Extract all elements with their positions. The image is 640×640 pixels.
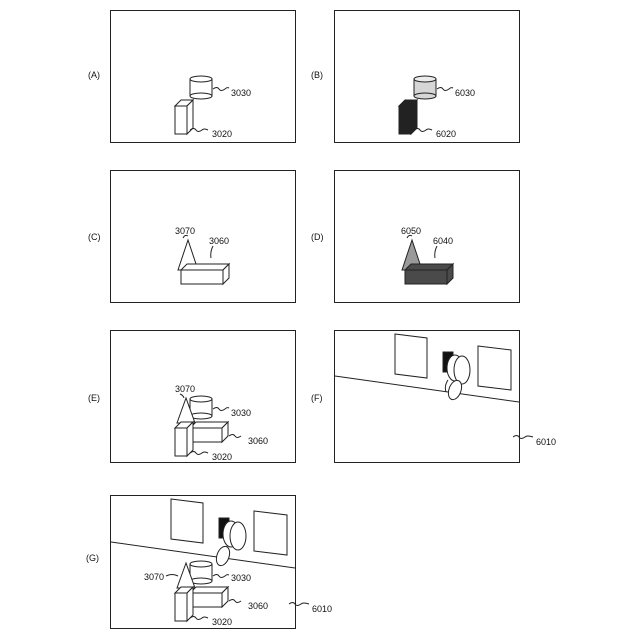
- box-3060-g: [190, 587, 228, 607]
- ref-3020-g: 3020: [212, 617, 232, 627]
- ref-3030-g: 3030: [231, 573, 251, 583]
- ref-3060-g: 3060: [248, 601, 268, 611]
- left-frame-g: [171, 499, 203, 543]
- cylinder-3030-g: [190, 561, 212, 584]
- ref-6010-g: 6010: [312, 604, 332, 614]
- ref-3070-g: 3070: [144, 572, 164, 582]
- oval-front-g: [230, 522, 246, 550]
- tall-box-3020-g: [175, 587, 193, 621]
- right-frame-g: [254, 511, 287, 555]
- shadow-g: [214, 545, 232, 568]
